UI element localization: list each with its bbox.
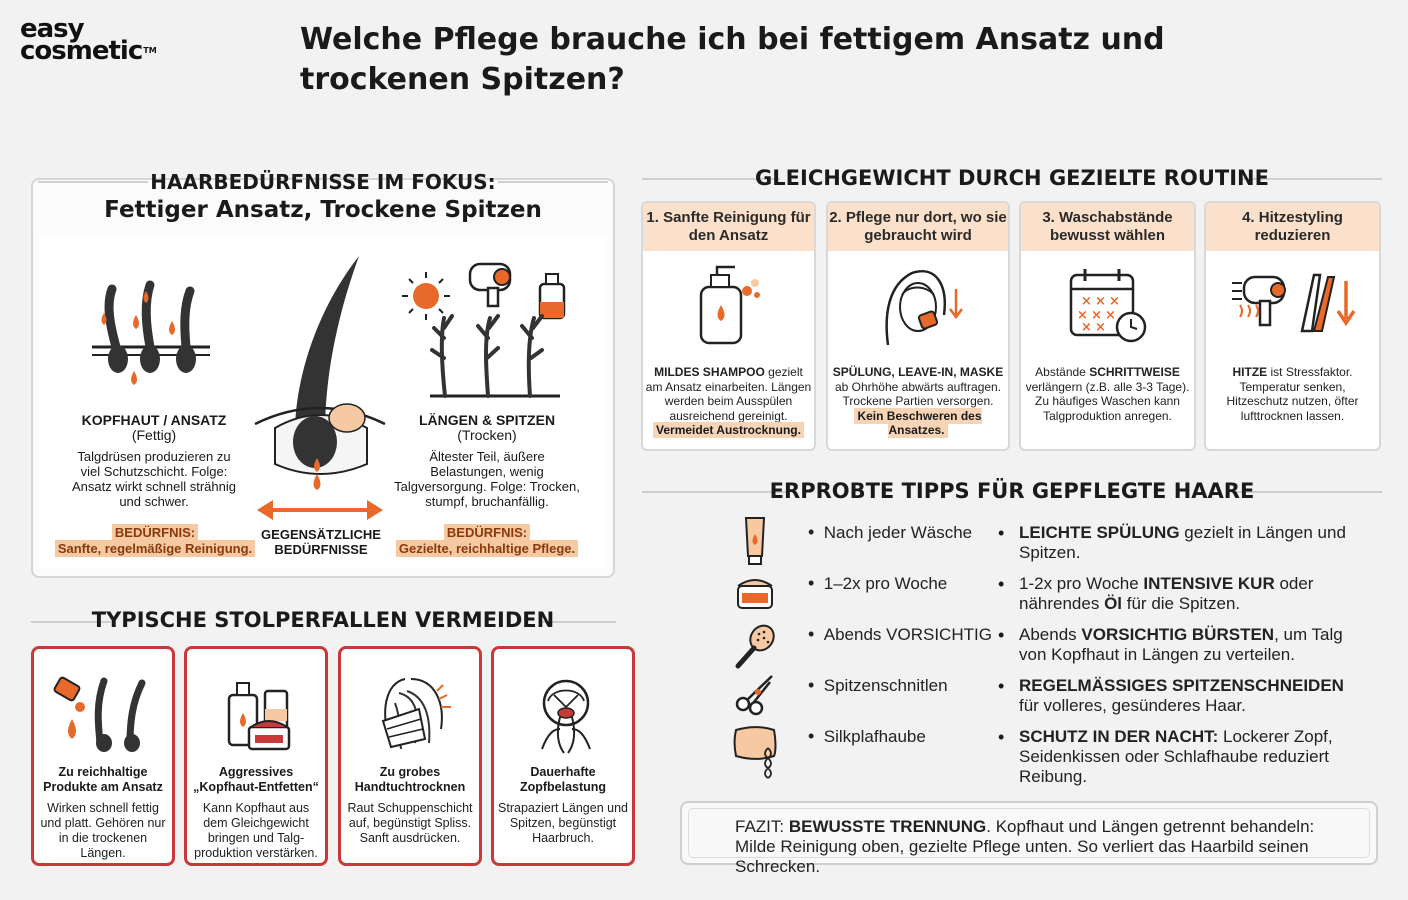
routine-card: 4. Hitzestyling reduzieren HITZE ist Str… — [1204, 201, 1381, 451]
pitfall-title: Zu grobes Handtuchtrocknen — [354, 765, 466, 794]
oil-drops-scalp-icon — [53, 676, 146, 752]
routine-heading: GLEICHGEWICHT DURCH GEZIELTE ROUTINE — [755, 166, 1269, 190]
pitfall-text: Strapaziert Längen und Spitzen, begünsti… — [498, 801, 628, 845]
pitfalls-heading: TYPISCHE STOLPERFALLEN VERMEIDEN — [91, 608, 555, 632]
scalp-need-text: Sanfte, regelmäßige Reinigung. — [54, 540, 256, 557]
center-label: GEGENSÄTZLICHE BEDÜRFNISSE — [261, 527, 381, 557]
product-bottles-icon — [227, 682, 291, 751]
pitfall-title: Dauerhafte Zopfbelastung — [519, 765, 607, 794]
divider — [642, 491, 788, 493]
svg-text:×: × — [1095, 320, 1106, 335]
tips-heading: ERPROBTE TIPPS FÜR GEPFLEGTE HAARE — [769, 479, 1255, 503]
ends-text: Ältester Teil, äußere Belastungen, wenig… — [394, 449, 580, 509]
dry-ends-icon — [402, 262, 566, 398]
tip-left-item: • 1–2x pro Woche — [808, 573, 948, 593]
ends-subtitle: (Trocken) — [457, 427, 517, 443]
shampoo-bottle-icon — [699, 265, 760, 345]
tip-right-item: SCHUTZ IN DER NACHT: Lockerer Zopf, Seid… — [1019, 727, 1333, 786]
divider — [38, 181, 148, 183]
ends-need-text: Gezielte, reichhaltige Pflege. — [395, 540, 579, 557]
divider — [1236, 491, 1382, 493]
hair-strand-icon — [254, 256, 386, 520]
page-title: Welche Pflege brauche ich bei fettigem A… — [300, 22, 1165, 97]
silk-pillow-braid-icon — [733, 726, 777, 779]
routine-card-text: Abstände SCHRITTWEISE verlängern (z.B. a… — [1025, 365, 1190, 423]
scalp-text: Talgdrüsen produzieren zu viel Schutzsch… — [71, 449, 236, 509]
scalp-need-label: BEDÜRFNIS: — [111, 524, 199, 541]
ends-column: LÄNGEN & SPITZEN (Trocken) Ältester Teil… — [392, 412, 582, 510]
tip-left-item: • Nach jeder Wäsche — [808, 522, 973, 542]
hairbrush-icon — [735, 624, 775, 669]
ends-title: LÄNGEN & SPITZEN — [418, 412, 556, 428]
svg-text:×: × — [1105, 308, 1116, 323]
brand-line-1: easy — [20, 14, 85, 44]
hairdryer-straightener-icon — [1232, 273, 1356, 333]
pitfall-title: Aggressives „Kopfhaut-Entfetten“ — [193, 765, 319, 794]
routine-card-text: HITZE ist Stressfaktor. Temperatur senke… — [1226, 365, 1359, 423]
routine-card-text: MILDES SHAMPOO gezielt am Ansatz einarbe… — [645, 365, 812, 438]
routine-card-text: SPÜLUNG, LEAVE-IN, MASKE ab Ohrhöhe abwä… — [832, 365, 1004, 438]
routine-card-title: 2. Pflege nur dort, wo sie gebraucht wir… — [828, 203, 1008, 251]
routine-card: 1. Sanfte Reinigung für den Ansatz MILDE… — [641, 201, 816, 451]
hair-mask-jar-icon — [737, 579, 773, 609]
brand-line-2: cosmeticTM — [20, 36, 157, 66]
calendar-clock-icon: ××× ××× ×× — [1069, 269, 1147, 343]
divider — [31, 621, 111, 623]
tip-left-item: • Spitzenschnitlen — [808, 675, 948, 695]
svg-text:×: × — [1109, 294, 1120, 309]
routine-card-title: 4. Hitzestyling reduzieren — [1206, 203, 1379, 251]
ends-need-label: BEDÜRFNIS: — [443, 524, 531, 541]
brand-logo[interactable]: easy cosmeticTM — [20, 14, 190, 68]
scalp-column: KOPFHAUT / ANSATZ (Fettig) Talgdrüsen pr… — [66, 412, 242, 510]
divider — [540, 621, 616, 623]
scalp-title: KOPFHAUT / ANSATZ — [81, 412, 227, 428]
routine-card-title: 3. Waschabstände bewusst wählen — [1021, 203, 1194, 251]
svg-text:×: × — [1081, 294, 1092, 309]
routine-card: 2. Pflege nur dort, wo sie gebraucht wir… — [826, 201, 1010, 451]
pitfall-text: Raut Schuppenschicht auf, begünstigt Spl… — [347, 801, 473, 845]
towel-rubbing-icon — [381, 678, 451, 750]
tip-right-item: Abends VORSICHTIG BÜRSTEN, um Talg von K… — [1019, 625, 1343, 664]
conclusion-text: FAZIT: BEWUSSTE TRENNUNG. Kopfhaut und L… — [688, 808, 1370, 876]
tip-left-item: • Silkplafhaube — [808, 726, 926, 746]
scalp-need: BEDÜRFNIS: Sanfte, regelmäßige Reinigung… — [52, 524, 258, 557]
pitfall-title: Zu reichhaltige Produkte am Ansatz — [43, 765, 163, 794]
svg-text:×: × — [1095, 294, 1106, 309]
conditioner-application-icon — [885, 270, 963, 346]
pitfall-card: Dauerhafte Zopfbelastung Strapaziert Län… — [491, 646, 635, 866]
svg-text:×: × — [1081, 320, 1092, 335]
pitfall-text: Wirken schnell fettig und platt. Gehören… — [40, 801, 166, 860]
scalp-subtitle: (Fettig) — [131, 427, 177, 443]
routine-card-highlight: Kein Beschweren des Ansatzes. — [854, 407, 982, 438]
pitfall-card: Zu reichhaltige Produkte am Ansatz Wirke… — [31, 646, 175, 866]
trademark: TM — [143, 46, 157, 55]
pitfall-card: Zu grobes Handtuchtrocknen Raut Schuppen… — [338, 646, 482, 866]
conclusion-box: FAZIT: BEWUSSTE TRENNUNG. Kopfhaut und L… — [680, 801, 1378, 876]
ends-need: BEDÜRFNIS: Gezielte, reichhaltige Pflege… — [388, 524, 586, 557]
scalp-follicles-icon — [92, 280, 210, 385]
focus-subheading: Fettiger Ansatz, Trockene Spitzen — [104, 197, 542, 223]
routine-card-highlight: Vermeidet Austrocknung. — [653, 422, 804, 438]
scissors-icon — [735, 675, 773, 716]
routine-card-title: 1. Sanfte Reinigung für den Ansatz — [643, 203, 814, 251]
tip-right-item: 1-2x pro Woche INTENSIVE KUR oder nähren… — [1019, 574, 1314, 613]
conditioner-tube-icon — [744, 517, 766, 565]
focus-heading: HAARBEDÜRFNISSE IM FOKUS: — [150, 170, 496, 194]
svg-text:×: × — [1091, 308, 1102, 323]
svg-text:×: × — [1077, 308, 1088, 323]
tip-right-item: REGELMÄSSIGES SPITZENSCHNEIDEN für volle… — [1019, 676, 1344, 715]
tip-right-item: LEICHTE SPÜLUNG gezielt in Längen und Sp… — [1019, 523, 1346, 562]
divider — [1242, 178, 1382, 180]
pitfall-text: Kann Kopfhaut aus dem Gleichgewicht brin… — [194, 801, 318, 860]
divider — [642, 178, 780, 180]
tight-ponytail-icon — [541, 679, 591, 754]
routine-card: 3. Waschabstände bewusst wählen ××× ××× … — [1019, 201, 1196, 451]
tip-left-item: • Abends VORSICHTIG — [808, 624, 992, 644]
pitfall-card: Aggressives „Kopfhaut-Entfetten“ Kann Ko… — [184, 646, 328, 866]
divider — [498, 181, 608, 183]
